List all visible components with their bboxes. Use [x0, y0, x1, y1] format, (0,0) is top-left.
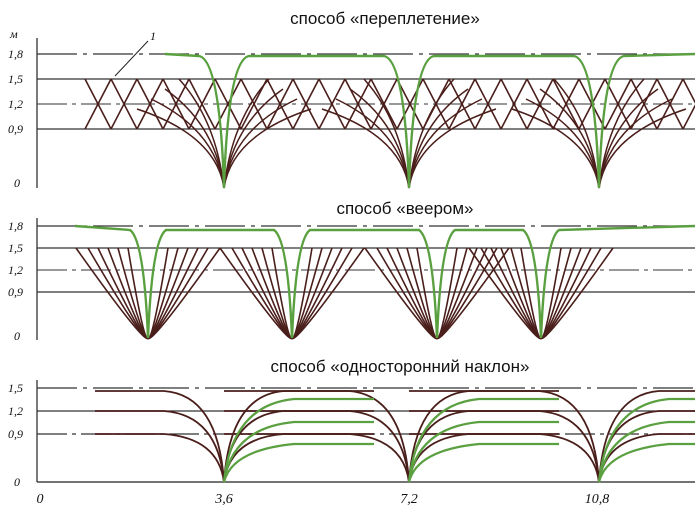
y-tick: 1,5: [8, 72, 23, 86]
y-tick: 0,9: [8, 122, 23, 136]
cusp-curve: [150, 98, 225, 189]
y-tick: 1,2: [8, 404, 23, 418]
interlaced-arc: [682, 104, 695, 130]
panel-interlacing: способ «переплетение» м 1 1,8 1,5 1,2 0,…: [8, 9, 695, 190]
interlaced-arc: [214, 78, 242, 130]
tilt-arc: [224, 390, 410, 483]
x-tick: 3,6: [214, 492, 233, 507]
tilt-arc: [409, 390, 600, 483]
panel-fan: способ «веером» 1,8 1,5 1,2 0,9 0: [8, 199, 695, 343]
cusp-curve: [136, 108, 225, 189]
interlaced-arc: [136, 78, 164, 130]
tilt-arc: [409, 410, 600, 483]
interlaced-arc: [84, 78, 112, 130]
panel-title: способ «односторонний наклон»: [271, 357, 530, 376]
x-tick: 10,8: [585, 492, 610, 507]
y-tick: 0: [14, 176, 20, 190]
tilt-arc: [408, 433, 559, 483]
profile-curve: [407, 442, 559, 483]
interlaced-arc: [474, 78, 502, 130]
x-axis-ticks: 0 3,6 7,2 10,8: [37, 492, 610, 507]
fan-plant-curves: [75, 247, 614, 340]
panel-one-sided-tilt: способ «односторонний наклон» 1,5 1,2 0,…: [8, 357, 695, 507]
y-tick: 1,8: [8, 47, 23, 61]
interlaced-arc: [396, 78, 424, 130]
interlaced-arc: [318, 78, 346, 130]
profile-curve: [164, 52, 695, 189]
y-unit: м: [9, 27, 18, 41]
tilt-arc: [224, 410, 410, 483]
tilt-arc: [598, 433, 695, 483]
y-tick: 1,5: [8, 241, 23, 255]
tilt-arc: [95, 390, 225, 483]
tilt-arc: [223, 433, 374, 483]
cusp-curve: [598, 108, 687, 189]
panel-title: способ «переплетение»: [290, 9, 480, 28]
interlaced-arc: [526, 78, 554, 130]
y-tick: 1,2: [8, 97, 23, 111]
interlaced-arc: [656, 78, 684, 130]
interlaced-arc: [344, 78, 372, 130]
tilt-arc: [95, 410, 225, 483]
cusp-curve: [335, 98, 410, 189]
x-tick: 0: [37, 492, 44, 507]
resulting-profile-curve: [164, 52, 695, 189]
x-tick: 7,2: [400, 492, 418, 507]
profile-curve: [222, 442, 374, 483]
y-tick: 1,8: [8, 219, 23, 233]
interlaced-arc: [110, 78, 138, 130]
interlaced-arc: [500, 78, 528, 130]
tilt-arc: [408, 390, 559, 483]
interlaced-arc: [292, 78, 320, 130]
profile-curve: [597, 442, 695, 483]
cusp-curve: [408, 108, 497, 189]
tilt-arc: [223, 390, 374, 483]
interlaced-arc: [162, 78, 190, 130]
callout-label: 1: [150, 29, 156, 43]
profile-curve: [597, 420, 695, 483]
resulting-profile-curve: [74, 224, 695, 339]
y-tick: 1,5: [8, 381, 23, 395]
profile-curve: [597, 397, 695, 483]
interlaced-arc: [604, 78, 632, 130]
y-tick: 0,9: [8, 285, 23, 299]
callout-leader: [114, 40, 149, 77]
tilt-arc: [224, 433, 410, 483]
cusp-curve: [223, 98, 298, 189]
tilt-arc: [95, 433, 225, 483]
panel-title: способ «веером»: [336, 199, 473, 218]
profile-curve: [222, 420, 374, 483]
interlaced-arc: [448, 78, 476, 130]
interlaced-arc: [552, 78, 580, 130]
profile-curve: [407, 397, 559, 483]
resulting-profile-curve: [222, 397, 695, 483]
cusp-curve: [223, 108, 312, 189]
cusp-curve: [408, 98, 483, 189]
interlaced-arc: [370, 78, 398, 130]
interlaced-plant-curves: [84, 78, 695, 189]
reference-lines: [37, 225, 695, 293]
y-tick: 0: [14, 329, 20, 343]
profile-curve: [407, 420, 559, 483]
cusp-curve: [321, 108, 410, 189]
interlaced-arc: [266, 78, 294, 130]
cusp-curve: [598, 98, 673, 189]
profile-curve: [222, 397, 374, 483]
y-tick: 0,9: [8, 427, 23, 441]
y-tick: 0: [14, 475, 20, 489]
interlaced-arc: [682, 78, 695, 104]
y-tick: 1,2: [8, 263, 23, 277]
tilt-arc: [409, 433, 600, 483]
cusp-curve: [511, 108, 600, 189]
profile-curve: [74, 224, 695, 339]
